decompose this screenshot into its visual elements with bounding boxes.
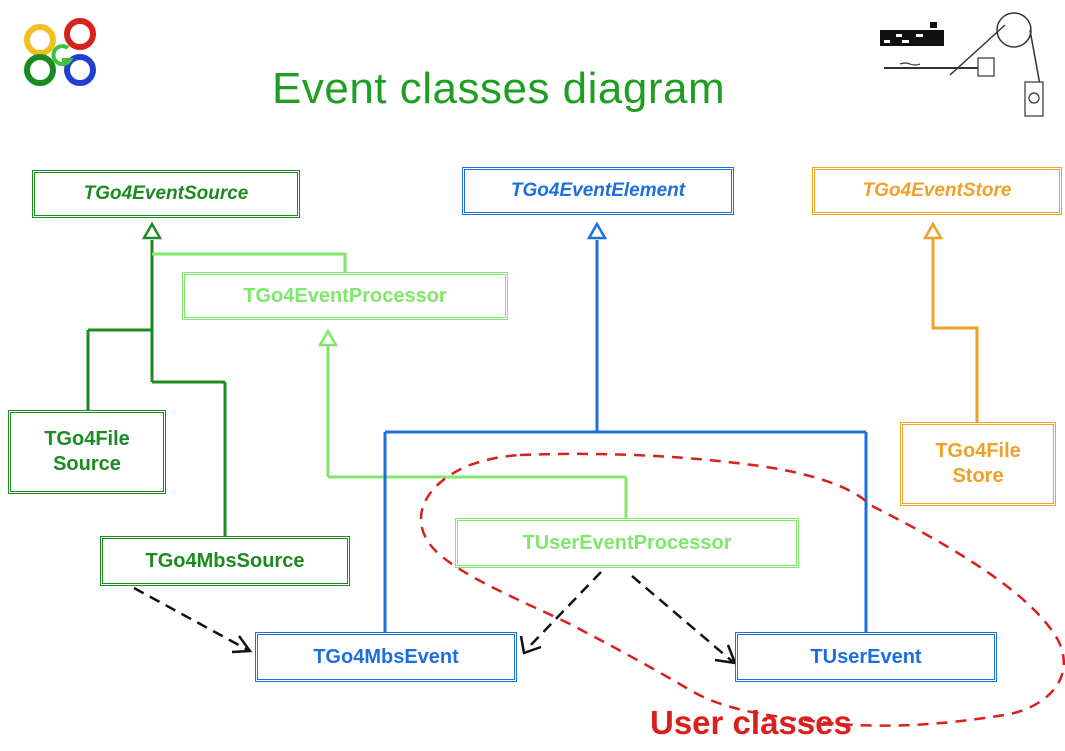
dependency-lines — [133, 571, 734, 663]
class-event-processor-label: TGo4EventProcessor — [243, 284, 447, 307]
class-event-element-label: TGo4EventElement — [510, 180, 686, 202]
class-mbs-source: TGo4MbsSource — [100, 536, 350, 586]
class-mbs-source-label: TGo4MbsSource — [145, 549, 305, 572]
store-inheritance-arrow — [922, 221, 944, 240]
class-file-source: TGo4File Source — [8, 410, 166, 494]
class-user-event-processor: TUserEventProcessor — [455, 518, 799, 568]
page-title: Event classes diagram — [272, 64, 726, 113]
class-event-source-label: TGo4EventSource — [83, 183, 249, 205]
class-event-store: TGo4EventStore — [812, 167, 1062, 215]
processor-inheritance-lines — [152, 252, 628, 518]
element-inheritance-lines — [383, 240, 868, 632]
processor-inheritance-arrow — [317, 328, 339, 347]
class-file-source-line1: TGo4File — [44, 428, 130, 450]
class-user-event-label: TUserEvent — [810, 645, 922, 668]
class-mbs-event-label: TGo4MbsEvent — [313, 645, 459, 668]
store-inheritance-lines — [931, 238, 979, 422]
go4-logo — [24, 18, 96, 86]
class-file-store: TGo4File Store — [900, 422, 1056, 506]
class-event-element: TGo4EventElement — [462, 167, 734, 215]
class-user-event: TUserEvent — [735, 632, 997, 682]
class-event-source: TGo4EventSource — [32, 170, 300, 218]
class-user-event-processor-label: TUserEventProcessor — [522, 531, 732, 554]
element-inheritance-arrow — [586, 221, 608, 240]
user-classes-label: User classes — [650, 704, 852, 741]
class-event-store-label: TGo4EventStore — [862, 180, 1012, 202]
gsi-logo — [880, 12, 1044, 117]
class-mbs-event: TGo4MbsEvent — [255, 632, 517, 682]
class-file-source-line2: Source — [53, 453, 121, 475]
source-inheritance-arrow — [141, 221, 163, 240]
class-file-store-line1: TGo4File — [935, 440, 1021, 462]
class-file-store-line2: Store — [952, 465, 1004, 487]
class-event-processor: TGo4EventProcessor — [182, 272, 508, 320]
source-inheritance-lines — [86, 240, 227, 536]
